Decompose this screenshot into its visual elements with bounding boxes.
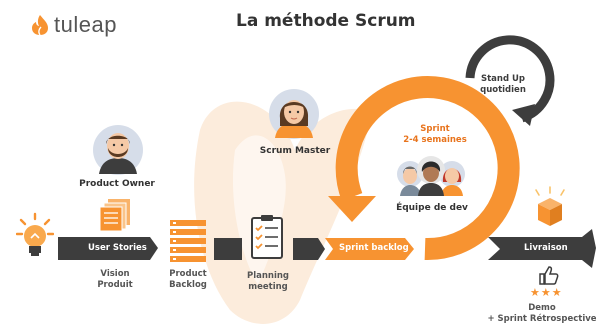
rating-stars-icon: ★★★ <box>530 286 563 299</box>
livraison-label: Livraison <box>524 243 568 253</box>
sprint-line-1: Sprint <box>420 124 450 134</box>
delivery-box-icon <box>528 186 572 234</box>
demo-caption: Demo + Sprint Rétrospective <box>486 303 596 325</box>
vision-caption: Vision Produit <box>86 269 144 291</box>
vision-documents-icon <box>98 197 134 237</box>
dev-team-label: Équipe de dev <box>396 203 468 213</box>
product-backlog-stack-icon <box>168 218 208 266</box>
planning-caption-line-1: Planning <box>246 271 290 281</box>
vision-caption-line-1: Vision <box>100 269 130 279</box>
scrum-master-label: Scrum Master <box>259 146 331 156</box>
product-backlog-caption-line-2: Backlog <box>169 280 207 290</box>
user-stories-label: User Stories <box>88 243 147 253</box>
tuleap-logo-text: tuleap <box>54 12 117 37</box>
product-owner-label: Product Owner <box>79 179 155 189</box>
thumbs-up-icon <box>538 264 560 290</box>
scrum-master-avatar <box>268 88 320 144</box>
dev-team-avatars <box>396 150 466 202</box>
sprint-duration: Sprint 2-4 semaines <box>400 124 470 146</box>
standup-label: Stand Up quotidien <box>468 74 538 96</box>
planning-caption-line-2: meeting <box>248 282 288 292</box>
tuleap-logo-icon <box>30 14 50 36</box>
vision-caption-line-2: Produit <box>97 280 133 290</box>
lightbulb-icon <box>15 212 55 266</box>
demo-caption-line-1: Demo <box>528 303 556 313</box>
sprint-backlog-label: Sprint backlog <box>339 243 409 253</box>
standup-line-2: quotidien <box>480 85 526 95</box>
sprint-line-2: 2-4 semaines <box>403 135 467 145</box>
page-title: La méthode Scrum <box>236 11 416 31</box>
product-backlog-caption-line-1: Product <box>169 269 207 279</box>
demo-caption-line-2: + Sprint Rétrospective <box>487 314 596 324</box>
standup-line-1: Stand Up <box>480 74 525 84</box>
planning-caption: Planning meeting <box>236 271 300 293</box>
product-backlog-caption: Product Backlog <box>158 269 218 291</box>
planning-clipboard-icon <box>250 214 284 264</box>
product-owner-avatar <box>92 124 144 180</box>
